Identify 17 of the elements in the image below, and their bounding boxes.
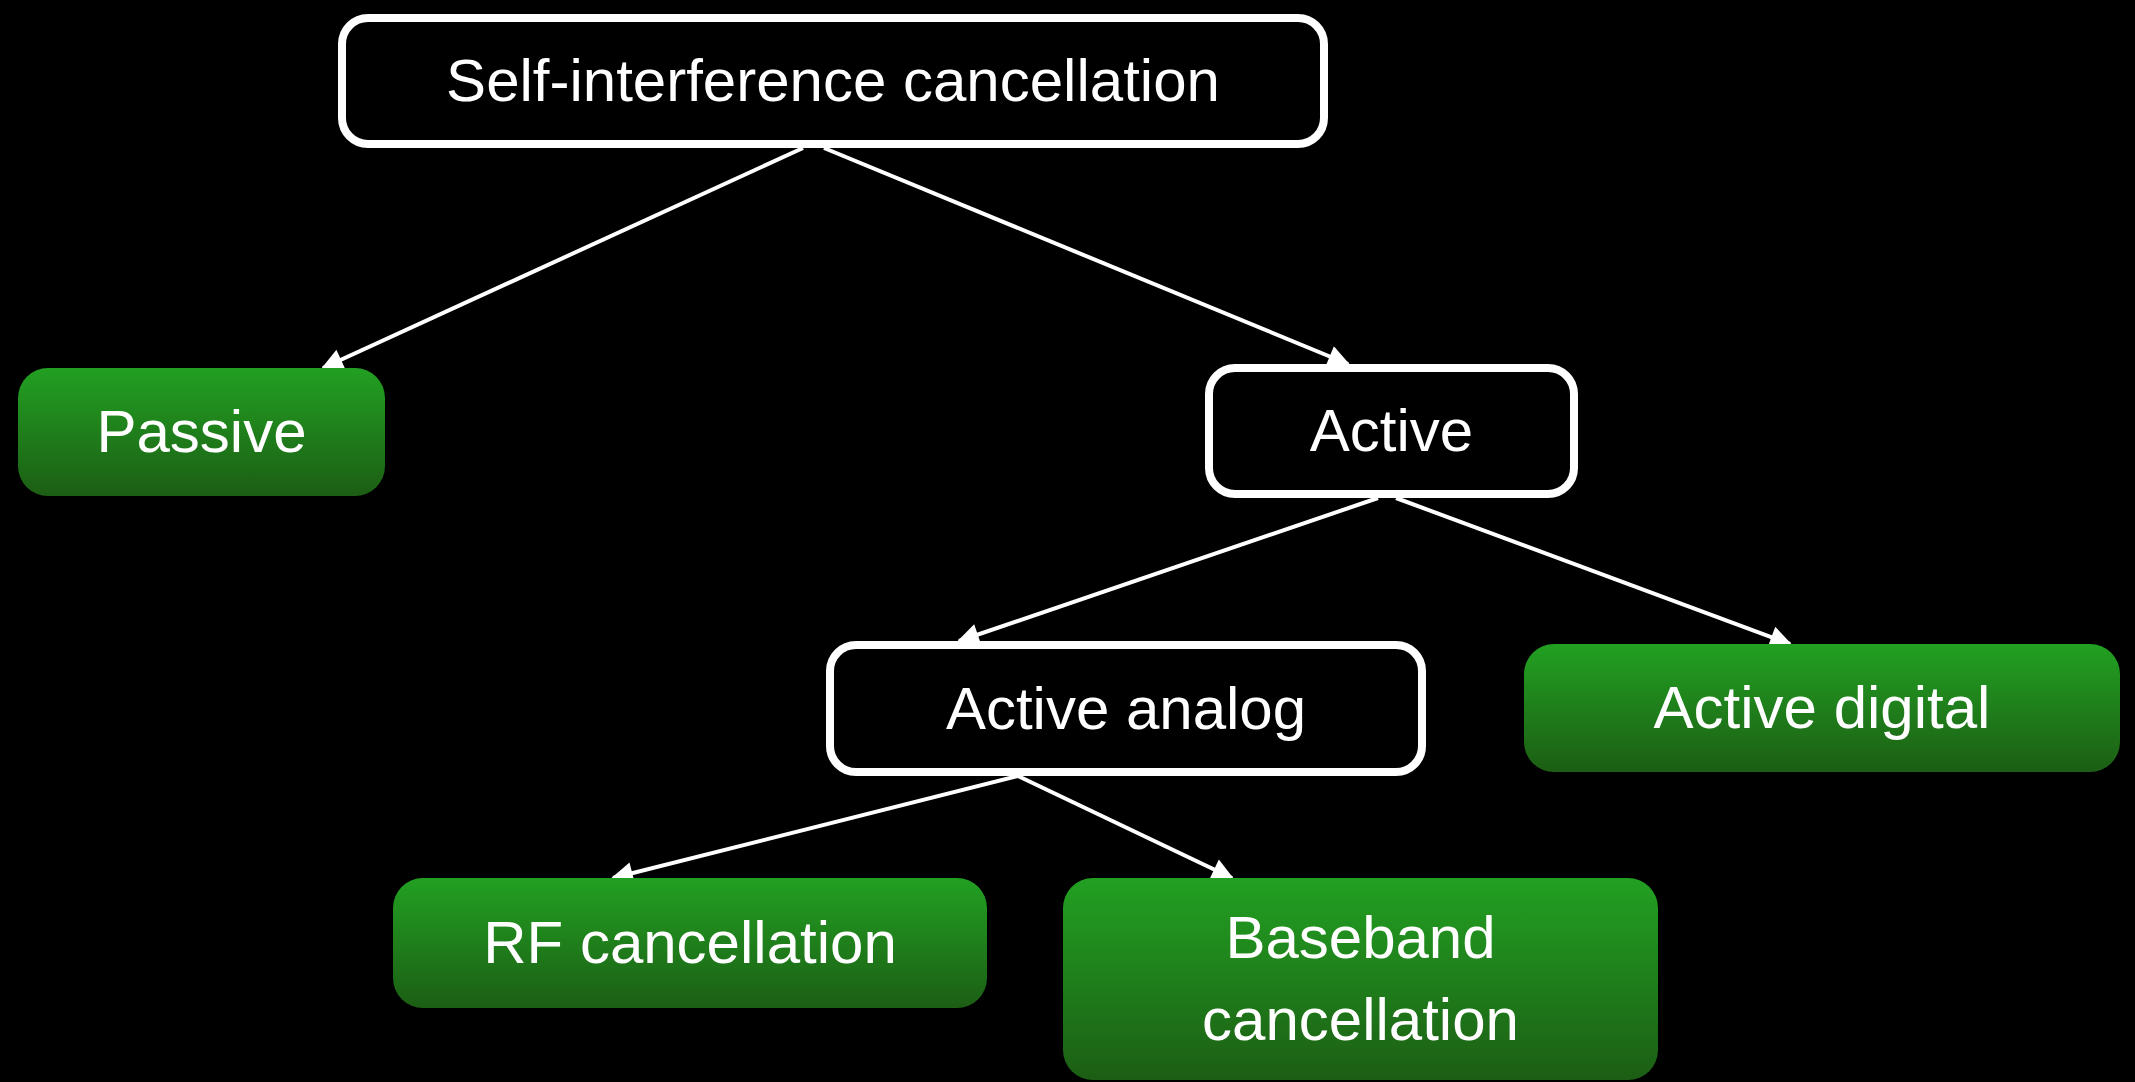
category-box — [826, 641, 1426, 776]
node-label: Baseband cancellation — [1201, 903, 1520, 1055]
node-label: RF cancellation — [482, 908, 898, 979]
arrow — [1017, 774, 1234, 880]
node-label: Active analog — [944, 673, 1308, 744]
node-label: Active digital — [1652, 673, 1992, 744]
node-label: Active — [1308, 396, 1475, 467]
node-label: Passive — [95, 397, 308, 468]
arrow — [823, 146, 1351, 367]
category-box — [1205, 364, 1578, 498]
method-box — [1063, 878, 1658, 1080]
arrow — [321, 146, 804, 370]
method-box — [18, 368, 385, 496]
method-box — [1524, 644, 2120, 772]
node-label: Self-interference cancellation — [445, 46, 1221, 117]
category-box — [338, 14, 1328, 148]
method-box — [393, 878, 987, 1008]
